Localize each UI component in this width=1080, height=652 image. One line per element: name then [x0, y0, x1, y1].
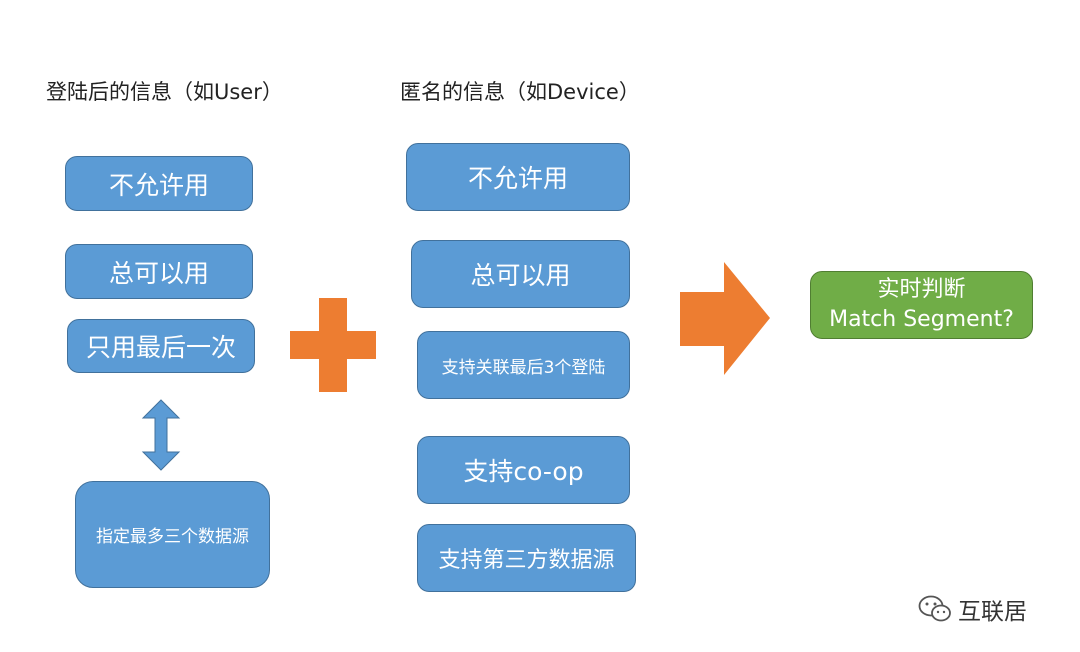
double-arrow-icon	[141, 399, 181, 471]
wechat-icon	[918, 595, 951, 622]
left-box-max-three-sources: 指定最多三个数据源	[75, 481, 270, 588]
middle-box-link-last-three-logins: 支持关联最后3个登陆	[417, 331, 630, 399]
middle-box-third-party-sources: 支持第三方数据源	[417, 524, 636, 592]
middle-box-not-allowed: 不允许用	[406, 143, 630, 211]
result-line-realtime: 实时判断	[877, 277, 966, 303]
plus-icon	[290, 298, 376, 392]
watermark: 互联居	[918, 592, 1027, 626]
result-line-match-segment: Match Segment?	[829, 307, 1014, 332]
left-box-not-allowed: 不允许用	[65, 156, 253, 211]
left-heading: 登陆后的信息（如User）	[46, 80, 283, 104]
right-arrow-icon	[680, 262, 770, 375]
result-box: 实时判断 Match Segment?	[810, 271, 1033, 339]
left-box-always-usable: 总可以用	[65, 244, 253, 299]
middle-box-coop: 支持co-op	[417, 436, 630, 504]
middle-heading: 匿名的信息（如Device）	[400, 80, 640, 104]
left-box-use-last-only: 只用最后一次	[67, 319, 255, 373]
watermark-text: 互联居	[958, 599, 1027, 625]
middle-box-always-usable: 总可以用	[411, 240, 630, 308]
